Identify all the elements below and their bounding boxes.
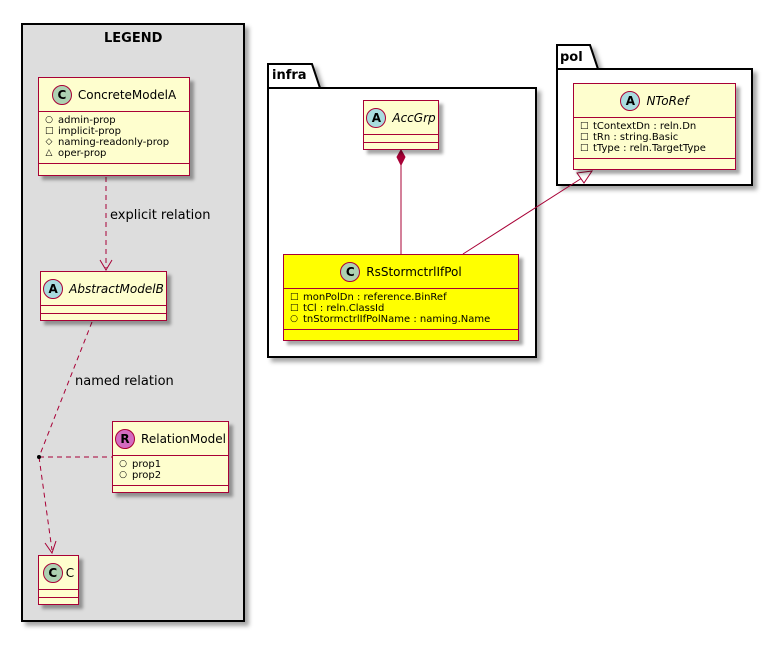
abstract-stereotype-icon: A [43, 278, 64, 299]
class-name: RelationModel [141, 431, 226, 446]
abstract-stereotype-icon: A [620, 90, 641, 111]
abstract-model-b-class[interactable]: A AbstractModelB [40, 271, 167, 321]
attribute-row: △oper-prop [45, 148, 107, 159]
public-visibility-icon: ○ [45, 115, 53, 125]
relation-stereotype-icon: R [115, 428, 136, 449]
class-name: C [65, 565, 75, 580]
inheritance-edge [462, 177, 583, 255]
attribute-row: ○prop1 [119, 459, 162, 470]
relation-model-class[interactable]: R RelationModel ○prop1 ○prop2 [112, 421, 229, 493]
rsstormctrlifpol-class[interactable]: C RsStormctrlIfPol □monPolDn : reference… [283, 254, 519, 341]
attribute-row: □tRn : string.Basic [580, 132, 679, 143]
attribute-row: ○tnStormctrlIfPolName : naming.Name [290, 314, 491, 325]
public-visibility-icon: ○ [119, 470, 127, 480]
infra-package-label: infra [272, 68, 307, 83]
public-visibility-icon: ○ [290, 314, 298, 324]
attribute-row: □monPolDn : reference.BinRef [290, 292, 447, 303]
explicit-relation-arrowhead [99, 259, 113, 271]
attribute-row: □implicit-prop [45, 126, 121, 137]
class-stereotype-icon: C [42, 562, 63, 583]
attribute-row: ◇naming-readonly-prop [45, 137, 170, 148]
named-relation-edge-lower [38, 456, 53, 551]
protected-visibility-icon: ◇ [45, 137, 53, 147]
attribute-row: □tType : reln.TargetType [580, 143, 706, 154]
class-stereotype-icon: C [340, 261, 361, 282]
named-relation-edge [38, 321, 93, 458]
private-visibility-icon: □ [45, 126, 54, 136]
attribute-row: ○admin-prop [45, 115, 116, 126]
explicit-relation-label: explicit relation [110, 208, 211, 223]
class-name: NToRef [646, 93, 689, 108]
relation-junction [37, 455, 41, 459]
concrete-model-a-class[interactable]: C ConcreteModelA ○admin-prop □implicit-p… [38, 77, 190, 176]
private-visibility-icon: □ [580, 121, 589, 131]
ntoref-class[interactable]: A NToRef □tContextDn : reln.Dn □tRn : st… [573, 83, 736, 170]
package-visibility-icon: △ [45, 148, 53, 158]
class-name: RsStormctrlIfPol [366, 264, 462, 279]
c-class[interactable]: C C [38, 555, 79, 605]
named-relation-arrowhead [44, 540, 57, 555]
attribute-compartment [39, 590, 78, 598]
legend-title: LEGEND [104, 31, 163, 46]
composition-diamond-icon [396, 148, 406, 167]
private-visibility-icon: □ [580, 132, 589, 142]
attribute-row: □tCl : reln.ClassId [290, 303, 385, 314]
class-name: AccGrp [392, 110, 436, 125]
inheritance-triangle-icon [576, 170, 594, 184]
named-relation-label: named relation [75, 374, 174, 389]
private-visibility-icon: □ [290, 303, 299, 313]
attribute-row: ○prop2 [119, 470, 162, 481]
attribute-row: □tContextDn : reln.Dn [580, 121, 697, 132]
class-name: ConcreteModelA [77, 87, 177, 102]
pol-package-label: pol [560, 50, 583, 65]
attribute-compartment [364, 135, 438, 143]
abstract-stereotype-icon: A [366, 107, 387, 128]
class-stereotype-icon: C [51, 84, 72, 105]
class-name: AbstractModelB [69, 281, 164, 296]
public-visibility-icon: ○ [119, 459, 127, 469]
accgrp-class[interactable]: A AccGrp [363, 100, 439, 150]
attribute-compartment [41, 306, 166, 314]
private-visibility-icon: □ [580, 143, 589, 153]
private-visibility-icon: □ [290, 292, 299, 302]
